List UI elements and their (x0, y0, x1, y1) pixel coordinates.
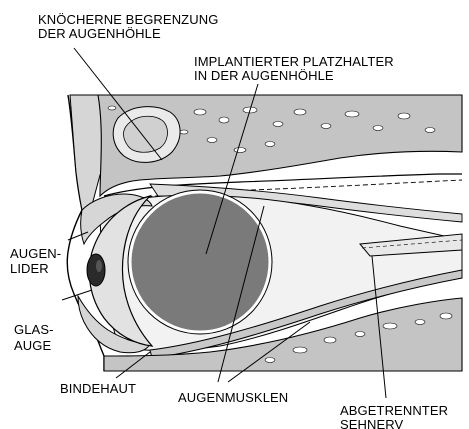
label-orbit-bone-line1: KNÖCHERNE BEGRENZUNG (38, 12, 218, 27)
iris (87, 254, 105, 286)
label-glass-eye-line1: GLAS- (14, 322, 54, 337)
label-eyelids-line2: LIDER (10, 261, 49, 276)
sinus-inner (124, 116, 168, 152)
label-eyelids-line1: AUGEN- (10, 246, 61, 261)
label-implant-line2: IN DER AUGENHÖHLE (194, 68, 334, 83)
pupil-highlight (96, 260, 102, 272)
label-optic-nerve-line2: SEHNERV (340, 417, 404, 429)
label-conjunctiva: BINDEHAUT (60, 381, 136, 396)
label-optic-nerve-line1: ABGETRENNTER (340, 403, 448, 418)
pointer-glass-eye (62, 290, 92, 300)
label-glass-eye-line2: AUGE (14, 338, 51, 353)
label-implant-line1: IMPLANTIERTER PLATZHALTER (194, 54, 394, 69)
label-orbit-bone-line2: DER AUGENHÖHLE (38, 26, 161, 41)
label-eye-muscles: AUGENMUSKLEN (178, 390, 288, 405)
